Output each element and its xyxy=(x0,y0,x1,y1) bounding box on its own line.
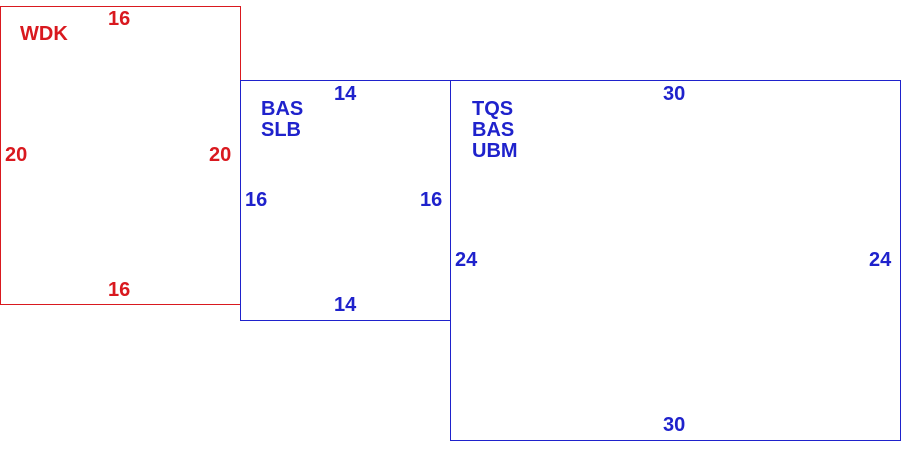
room-2-left-dimension: 16 xyxy=(245,189,268,211)
room-3-right-dimension: 24 xyxy=(869,249,892,271)
room-3-label-1: TQS xyxy=(472,98,514,120)
room-1-label: WDK xyxy=(20,23,68,45)
room-1-outline xyxy=(0,6,241,305)
room-2-top-dimension: 14 xyxy=(334,83,357,105)
room-2-label-2: SLB xyxy=(261,119,301,141)
room-3-labels: TQS BAS UBM xyxy=(472,99,518,162)
room-3-left-dimension: 24 xyxy=(455,249,478,271)
room-2-label-1: BAS xyxy=(261,98,304,120)
room-1-labels: WDK xyxy=(20,24,68,45)
room-3-top-dimension: 30 xyxy=(663,83,686,105)
room-3-outline xyxy=(450,80,901,441)
room-1-top-dimension: 16 xyxy=(108,8,131,30)
room-2-right-dimension: 16 xyxy=(420,189,443,211)
room-3-label-2: BAS xyxy=(472,119,515,141)
room-2-labels: BAS SLB xyxy=(261,99,303,141)
room-3-label-3: UBM xyxy=(472,140,518,162)
room-1-left-dimension: 20 xyxy=(5,144,28,166)
room-1-right-dimension: 20 xyxy=(209,144,232,166)
room-1-bottom-dimension: 16 xyxy=(108,279,131,301)
room-2-bottom-dimension: 14 xyxy=(334,294,357,316)
room-3-bottom-dimension: 30 xyxy=(663,414,686,436)
